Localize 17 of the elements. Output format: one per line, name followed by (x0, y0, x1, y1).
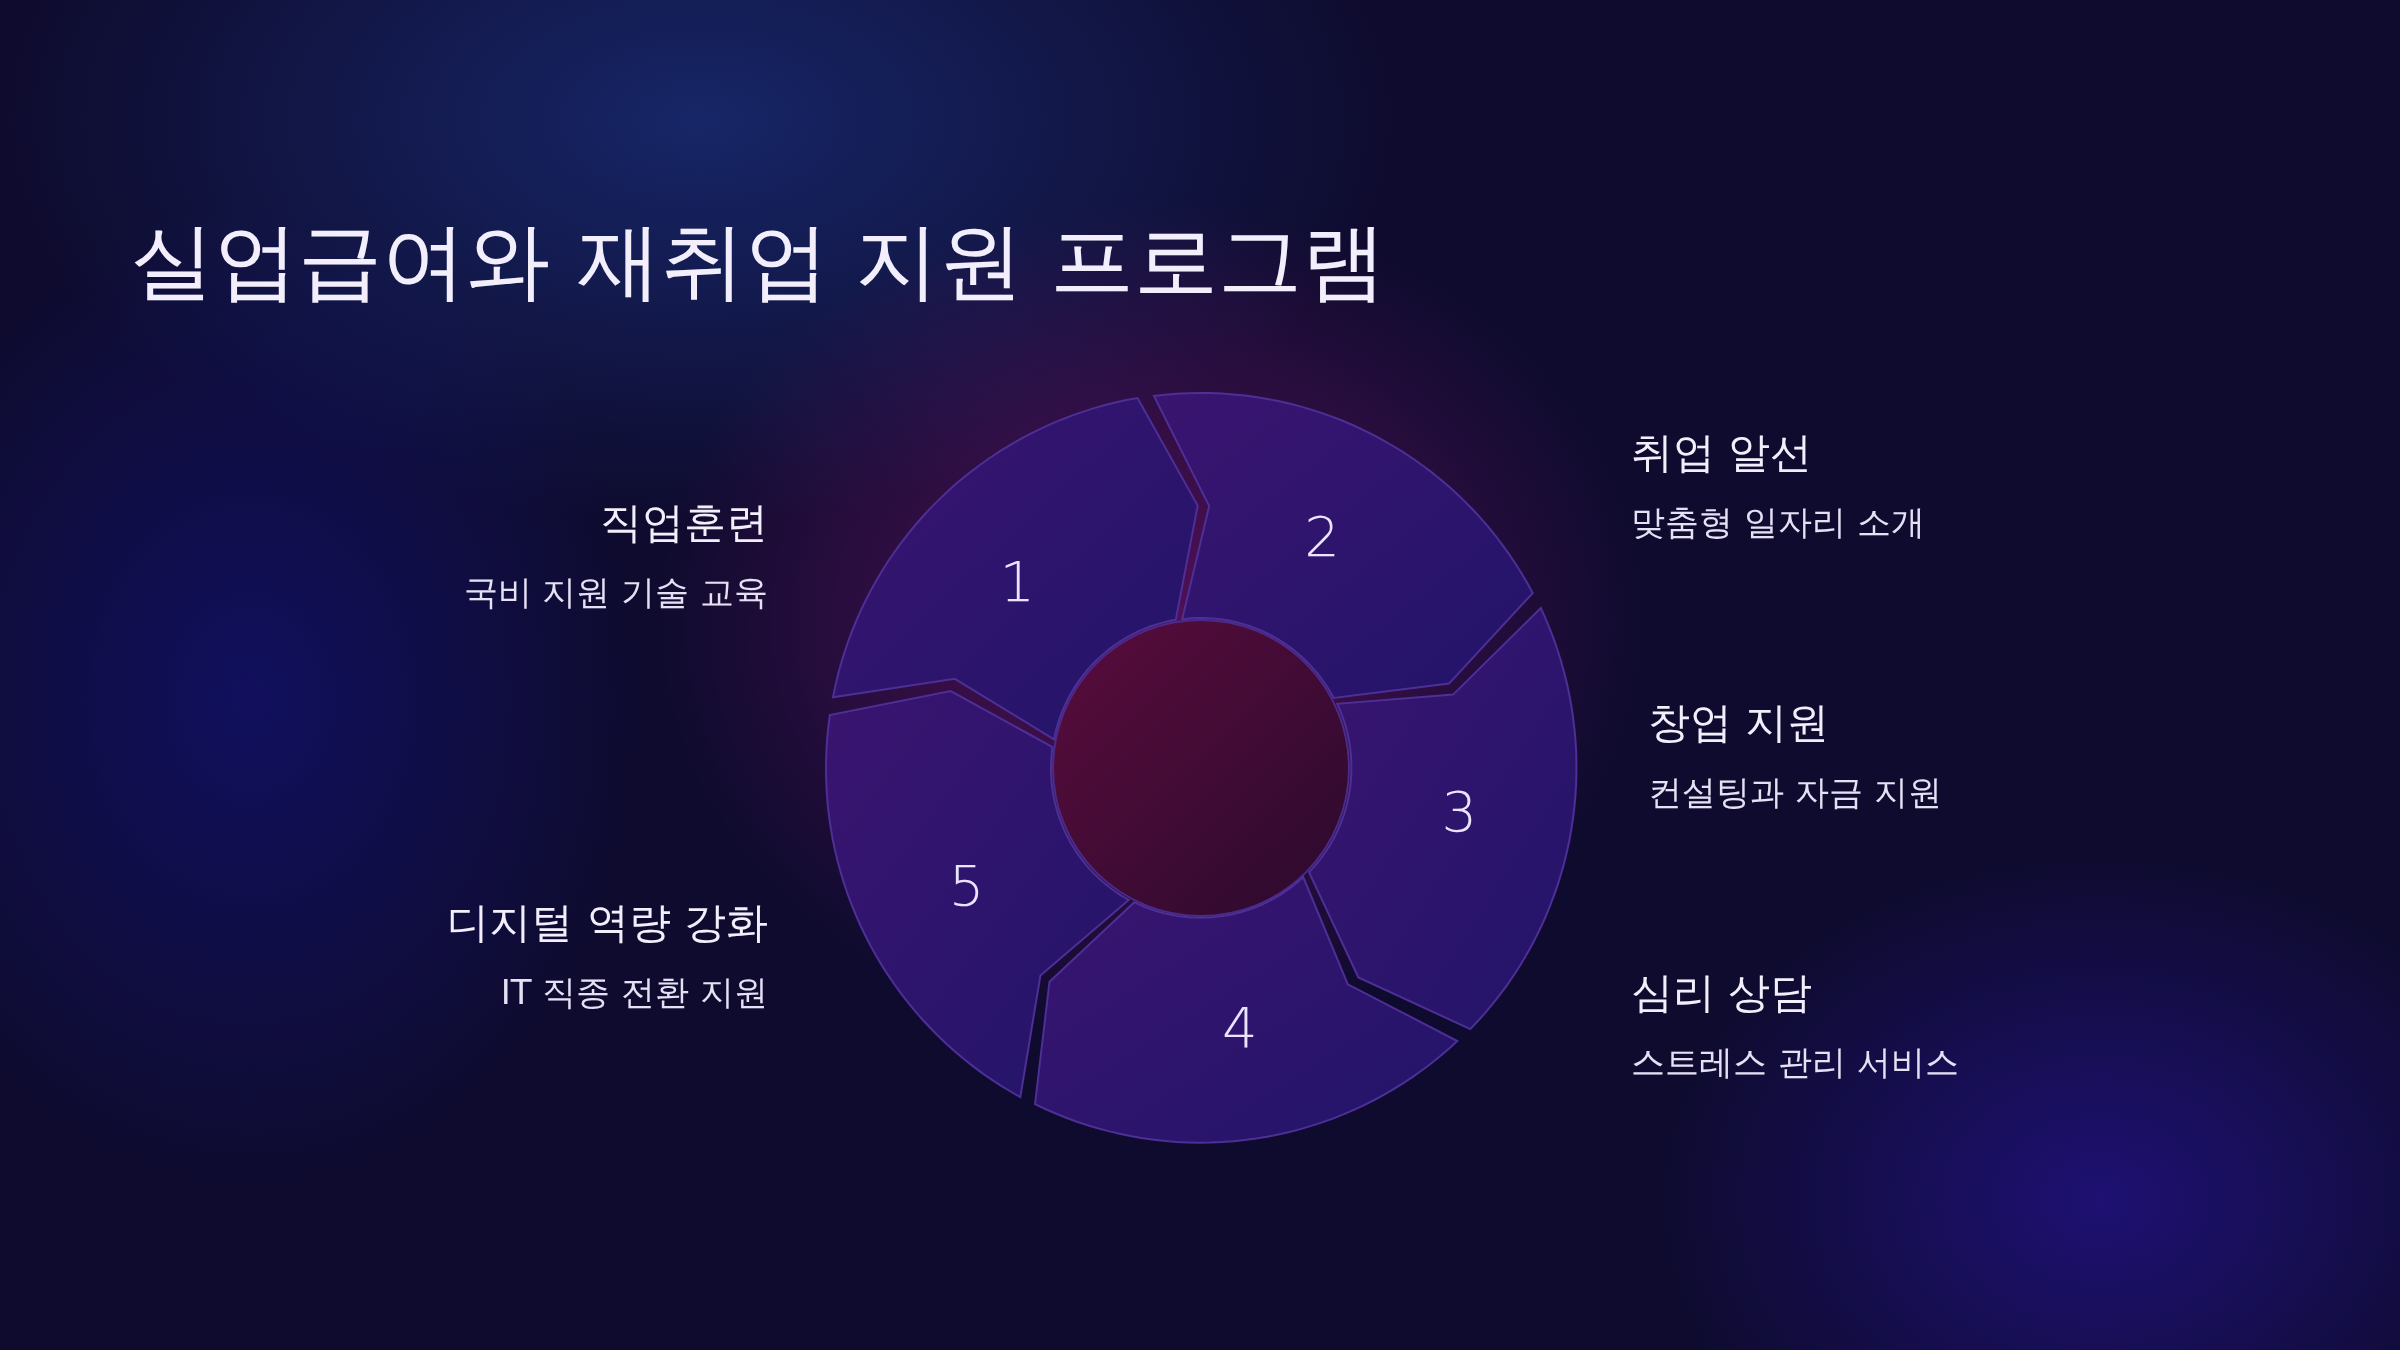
step-description: 컨설팅과 자금 지원 (1648, 771, 1942, 814)
step-description: 맞춤형 일자리 소개 (1631, 501, 1925, 544)
step-number: 2 (1304, 503, 1340, 569)
step-heading: 취업 알선 (1631, 427, 1813, 479)
step-description: IT 직종 전환 지원 (500, 971, 768, 1014)
step-heading: 디지털 역량 강화 (447, 897, 768, 949)
step-number: 4 (1221, 994, 1258, 1060)
step-number: 1 (999, 548, 1036, 614)
step-description: 국비 지원 기술 교육 (463, 571, 768, 614)
center-circle (1052, 619, 1350, 917)
step-description: 스트레스 관리 서비스 (1631, 1041, 1959, 1084)
step-heading: 직업훈련 (600, 497, 768, 549)
step-number: 3 (1441, 778, 1478, 844)
step-number: 5 (948, 852, 985, 918)
step-heading: 심리 상담 (1631, 967, 1813, 1019)
slide-title: 실업급여와 재취업 지원 프로그램 (130, 211, 1387, 312)
step-heading: 창업 지원 (1648, 697, 1830, 749)
